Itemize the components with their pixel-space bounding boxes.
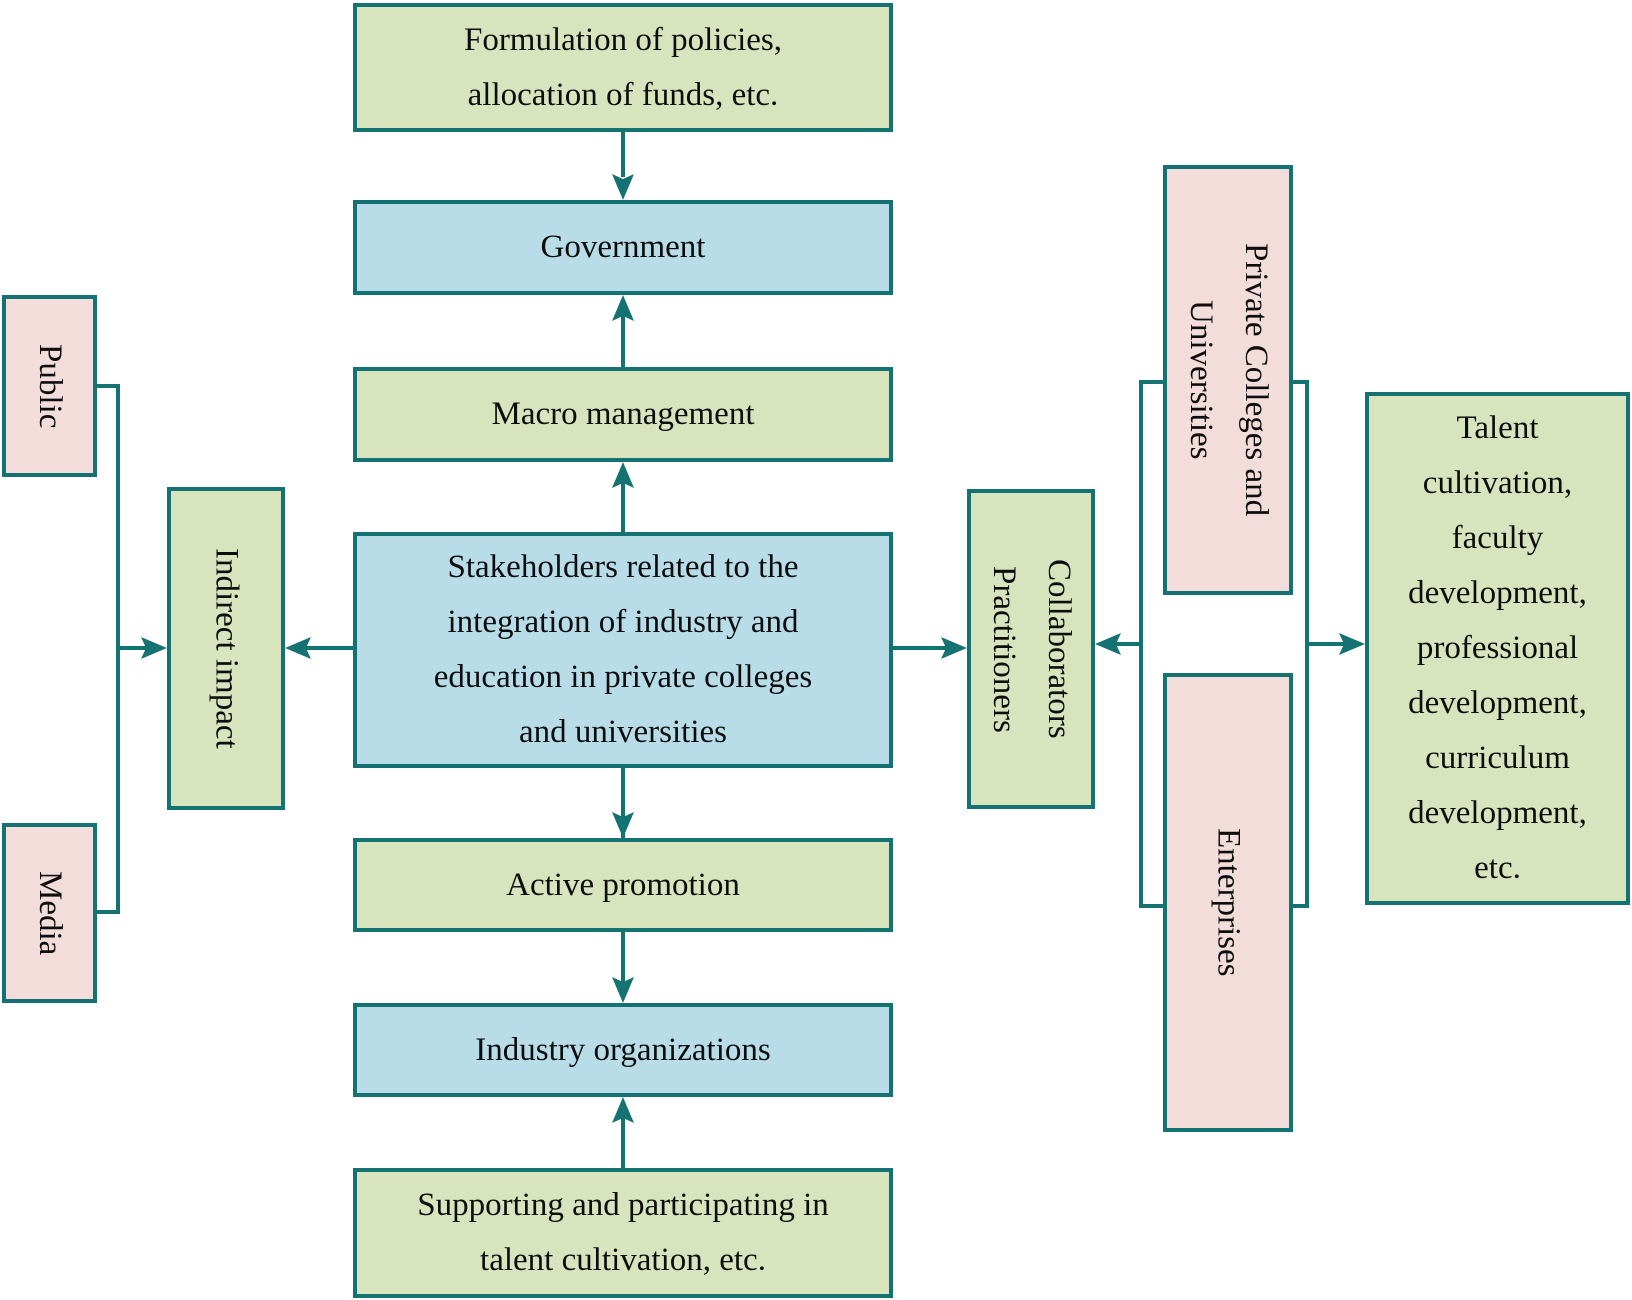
node-supporting: Supporting and participating in talent c… (353, 1168, 893, 1298)
arrowhead-up-industry (612, 1097, 634, 1123)
node-industry-organizations: Industry organizations (353, 1003, 893, 1097)
node-indirect-impact: Indirect impact (167, 487, 285, 810)
node-industry-organizations-label: Industry organizations (475, 1031, 771, 1068)
arrowhead-right-talent (1339, 633, 1365, 655)
arrowhead-down-industry (612, 977, 634, 1003)
node-enterprises: Enterprises (1163, 673, 1293, 1132)
node-media: Media (2, 823, 97, 1003)
node-formulation-label: Formulation of policies, allocation of f… (463, 21, 783, 113)
node-stakeholders: Stakeholders related to the integration … (353, 532, 893, 768)
node-public: Public (2, 295, 97, 477)
node-stakeholders-label: Stakeholders related to the integration … (433, 549, 813, 750)
node-government: Government (353, 200, 893, 295)
arrowhead-right-collaborators (941, 637, 967, 659)
arrowhead-left-indirect (285, 637, 311, 659)
node-collaborators-practitioners-label: Collaborators Practitioners (986, 559, 1077, 739)
node-talent-outcomes-label: Talent cultivation, faculty development,… (1408, 410, 1587, 886)
arrowhead-left-collaborators (1095, 633, 1121, 655)
bracket-public-media (97, 384, 120, 914)
bracket-colleges-enterprises-right (1293, 380, 1309, 908)
node-private-colleges-universities: Private Colleges and Universities (1163, 165, 1293, 595)
node-media-label: Media (32, 870, 68, 956)
node-enterprises-label: Enterprises (1210, 828, 1247, 977)
node-active-promotion: Active promotion (353, 838, 893, 932)
node-talent-outcomes: Talent cultivation, faculty development,… (1365, 392, 1630, 905)
node-macro-management: Macro management (353, 367, 893, 462)
bracket-colleges-enterprises-left (1139, 380, 1163, 908)
node-public-label: Public (32, 343, 68, 429)
node-private-colleges-universities-label: Private Colleges and Universities (1183, 243, 1274, 517)
node-supporting-label: Supporting and participating in talent c… (417, 1187, 829, 1278)
arrowhead-right-indirect (141, 637, 167, 659)
node-government-label: Government (540, 229, 706, 265)
node-macro-management-label: Macro management (491, 396, 755, 432)
arrowhead-up-government (612, 295, 634, 321)
arrowhead-down-active (612, 812, 634, 838)
node-active-promotion-label: Active promotion (506, 866, 740, 903)
arrowhead-up-macro (612, 462, 634, 488)
node-formulation: Formulation of policies, allocation of f… (353, 3, 893, 132)
node-indirect-impact-label: Indirect impact (208, 548, 245, 749)
arrowhead-down-government (612, 174, 634, 200)
node-collaborators-practitioners: Collaborators Practitioners (967, 489, 1095, 809)
